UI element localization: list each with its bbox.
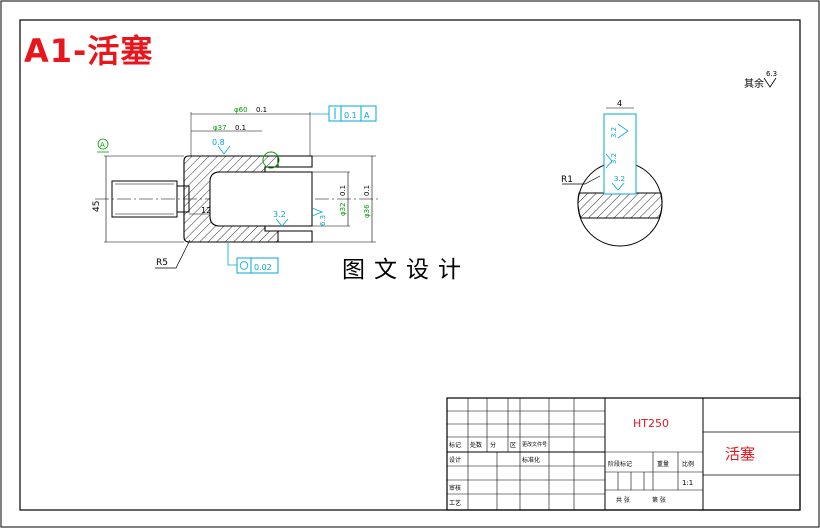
row-label-mark: 标记 <box>449 441 461 449</box>
cyl-tol-frame <box>236 257 279 274</box>
perp-tol-value: 0.1 <box>344 111 357 120</box>
dim36-tol: 0.1 <box>363 185 371 196</box>
review-label: 审核 <box>449 484 461 492</box>
side-rough-bottom: 3.2 <box>614 175 625 183</box>
side-rough-top: 3.2 <box>610 127 618 138</box>
scale-label: 比例 <box>682 460 694 468</box>
groove-detail-circle <box>262 151 280 169</box>
roughness-note-value: 6.3 <box>766 70 777 78</box>
title-block-text: HT250 活塞 标记 处数 分 区 更改文件号 设计 标准化 审核 工艺 阶段… <box>449 417 755 507</box>
sheet-total: 共 张 <box>616 496 630 504</box>
sheet-number: 第 张 <box>652 496 666 504</box>
side-rough-mid-symbol <box>605 153 613 169</box>
material-text: HT250 <box>633 417 669 430</box>
r1-leader <box>562 175 601 185</box>
dim32-text: φ32 <box>339 202 347 216</box>
side-rough-mid: 3.2 <box>610 153 618 164</box>
process-label: 工艺 <box>449 499 461 507</box>
dim32-tol: 0.1 <box>339 185 347 196</box>
cyl-symbol <box>239 261 249 270</box>
roughness-note-label: 其余 <box>744 77 764 90</box>
row-label-count: 处数 <box>470 441 482 449</box>
ring-groove-top <box>277 155 313 168</box>
front-view: 45 A φ60 0.1 φ37 0.1 0.8 0.1 A 3.2 6.3 <box>92 105 380 274</box>
watermark-text: 图文设计 <box>342 250 470 284</box>
design-label: 设计 <box>449 456 461 464</box>
sheet-title: A1-活塞 <box>24 32 154 70</box>
dim37-tol: 0.1 <box>235 124 246 132</box>
dim60-tol: 0.1 <box>256 106 267 114</box>
side-rough-bottom-symbol <box>611 182 625 191</box>
front-rough-right-value: 6.3 <box>319 215 327 226</box>
part-name-text: 活塞 <box>725 445 755 463</box>
front-rough-mid-value: 3.2 <box>273 210 286 219</box>
piston-bore <box>209 171 313 227</box>
dim45-text: 45 <box>92 201 102 212</box>
datum-a-letter: A <box>100 141 105 149</box>
side-width-text: 4 <box>617 99 622 108</box>
row-label-qu: 区 <box>510 442 516 449</box>
r5-text: R5 <box>156 258 168 268</box>
perp-tol-datum: A <box>364 111 370 120</box>
side-rough-top-symbol <box>617 123 629 139</box>
dim36-text: φ36 <box>363 204 371 218</box>
cyl-tol-value: 0.02 <box>254 263 272 272</box>
stage-label: 阶段标记 <box>608 460 632 468</box>
ring-groove-bottom <box>277 230 313 243</box>
side-view: 4 3.2 3.2 3.2 R1 <box>561 99 663 247</box>
front-rough-top-value: 0.8 <box>212 138 225 147</box>
title-block <box>446 397 801 511</box>
weight-label: 重量 <box>657 460 669 468</box>
perp-tol-frame <box>328 105 377 122</box>
dim37-text: φ37 <box>213 124 227 132</box>
title-block-frame <box>446 397 801 511</box>
front-rough-right-symbol <box>311 207 324 217</box>
front-rough-mid-symbol <box>275 218 289 227</box>
row-label-fen: 分 <box>490 441 496 449</box>
row-label-change: 更改文件号 <box>522 441 547 448</box>
general-roughness-note: 其余 6.3 <box>744 70 777 90</box>
r1-text: R1 <box>561 175 573 185</box>
standardization-label: 标准化 <box>522 456 540 464</box>
roughness-note-symbol <box>763 77 777 88</box>
side-hatched-band <box>577 192 663 219</box>
front-rough-top-symbol <box>217 145 231 155</box>
scale-value: 1:1 <box>682 479 693 487</box>
inner-frame <box>19 19 801 511</box>
dim12-text: 12 <box>201 206 211 215</box>
dim60-text: φ60 <box>234 106 248 114</box>
cyl-leader <box>227 242 237 266</box>
r5-leader <box>155 239 191 269</box>
side-slot <box>603 113 637 195</box>
datum-a-circle <box>97 138 109 150</box>
